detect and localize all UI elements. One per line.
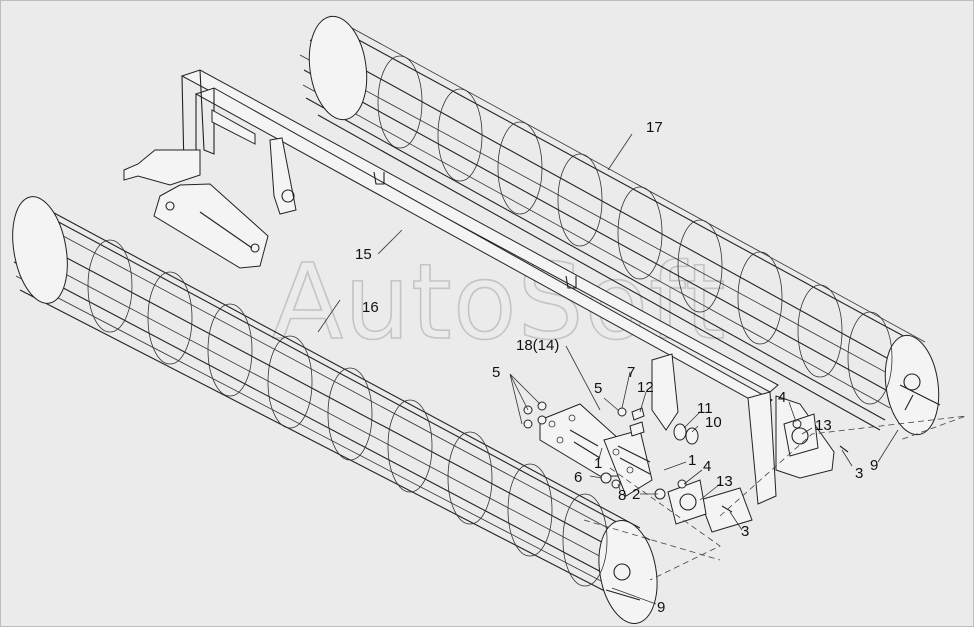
callout-labels: 17 15 16 18(14) 5 5 7 12 11 10 4 13 3 9 … xyxy=(355,119,878,616)
callout-5-right: 5 xyxy=(594,380,602,397)
callout-15: 15 xyxy=(355,246,372,263)
callout-18-14: 18(14) xyxy=(516,337,559,354)
callout-9-left: 9 xyxy=(657,599,665,616)
callout-1-right: 1 xyxy=(688,452,696,469)
callout-11: 11 xyxy=(697,400,713,417)
callout-4-right: 4 xyxy=(778,389,786,406)
callout-3-left: 3 xyxy=(741,523,749,540)
callout-2: 2 xyxy=(632,486,640,503)
callout-17: 17 xyxy=(646,119,663,136)
front-roller-16 xyxy=(12,196,658,624)
callout-5-left: 5 xyxy=(492,364,500,381)
frame-15 xyxy=(123,69,835,533)
bracket-assembly xyxy=(523,401,849,525)
callout-13-left: 13 xyxy=(716,473,733,490)
callout-10: 10 xyxy=(705,414,722,431)
callout-3-right: 3 xyxy=(855,465,863,482)
callout-6: 6 xyxy=(574,469,582,486)
callout-7: 7 xyxy=(627,364,635,381)
leader-lines xyxy=(317,133,899,605)
callout-1-left: 1 xyxy=(594,455,602,472)
callout-4-left: 4 xyxy=(703,458,711,475)
callout-9-right: 9 xyxy=(870,457,878,474)
callout-8: 8 xyxy=(618,487,626,504)
callout-12: 12 xyxy=(637,379,654,396)
rear-roller-17 xyxy=(299,15,941,436)
callout-16: 16 xyxy=(362,299,379,316)
callout-13-right: 13 xyxy=(815,417,832,434)
